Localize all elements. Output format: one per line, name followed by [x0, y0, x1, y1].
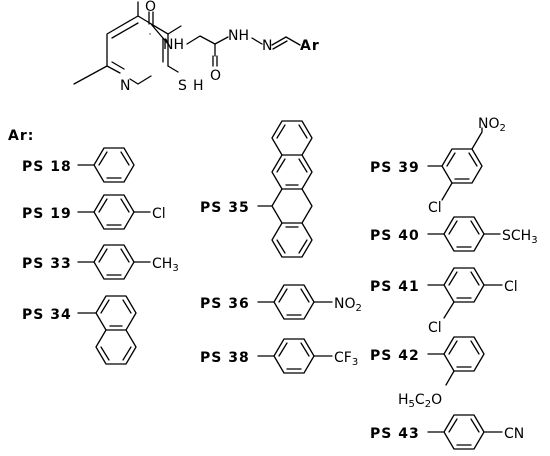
compound-ps34: PS 34: [22, 295, 137, 365]
linker-bonds: [186, 35, 216, 57]
compound-ps40: PS 40 SCH3: [370, 216, 538, 252]
nitro-text: NO: [334, 296, 356, 312]
hydrazide-bond: [214, 36, 229, 45]
amide-bond: [167, 25, 182, 35]
trifluoromethyl-substituent: CF3: [334, 350, 358, 368]
cf3-text: CF: [334, 350, 352, 366]
chloro-substituent: Cl: [152, 206, 166, 222]
compound-ps38: PS 38 CF3: [200, 338, 358, 374]
methyl-bond-left: [73, 65, 108, 85]
methylthio-substituent: SCH3: [502, 228, 538, 246]
compound-label: PS 43: [370, 426, 420, 442]
compound-label: PS 35: [200, 200, 250, 216]
chloro-substituent: Cl: [428, 200, 442, 216]
linker-carbonyl: [212, 55, 218, 67]
chloro-substituent-ortho: Cl: [428, 320, 442, 336]
compound-ps41: PS 41 Cl Cl: [370, 267, 518, 336]
compound-ps33: PS 33 CH3: [22, 244, 179, 280]
thiol-bond: [167, 65, 179, 73]
compound-label: PS 33: [22, 256, 72, 272]
ethoxy-h-index: 5: [409, 399, 415, 410]
hydrazide-nh-atom: NH: [228, 28, 249, 44]
sch3-text: SCH: [502, 228, 531, 244]
amide-o-atom: O: [145, 0, 156, 15]
cyano-substituent: CN: [504, 426, 524, 442]
nitro-index: 2: [500, 123, 506, 134]
compound-label: PS 40: [370, 228, 420, 244]
compound-label: PS 18: [22, 159, 72, 175]
thiol-h-atom: H: [193, 78, 204, 94]
imine-ar-bond: [285, 36, 301, 46]
compound-label: PS 38: [200, 350, 250, 366]
amide-nh-atom: NH: [163, 37, 184, 53]
ethoxy-o: O: [431, 392, 442, 408]
compound-ps35: PS 35: [200, 120, 313, 258]
compound-label: PS 34: [22, 307, 72, 323]
compound-ps39: PS 39 NO2 Cl: [370, 116, 506, 216]
compound-label: PS 42: [370, 348, 420, 364]
amide-c-bond: [150, 23, 169, 45]
methyl-text: CH: [152, 256, 172, 272]
nitro-substituent: NO2: [334, 296, 362, 314]
chloro-substituent-para: Cl: [504, 279, 518, 295]
ar-group-label: Ar: [300, 38, 320, 54]
compound-label: PS 41: [370, 279, 420, 295]
compound-ps43: PS 43 CN: [370, 414, 524, 450]
ethoxy-c: C: [415, 392, 425, 408]
ethoxy-h: H: [398, 392, 409, 408]
n-n-bond: [251, 37, 263, 45]
nitro-substituent: NO2: [478, 116, 506, 134]
imine-bonds: [271, 36, 288, 50]
compound-ps19: PS 19 Cl: [22, 194, 166, 230]
amide-c-o-double: [148, 11, 154, 25]
compound-ps18: PS 18: [22, 147, 135, 183]
hydrazide-n-atom: N: [262, 38, 272, 54]
cf3-index: 3: [352, 357, 358, 368]
pyridine-n-atom: N: [120, 78, 130, 94]
ethoxy-substituent: H5C2O: [398, 392, 442, 410]
compound-label: PS 39: [370, 160, 420, 176]
ethoxy-c-index: 2: [425, 399, 431, 410]
compound-ps36: PS 36 NO2: [200, 284, 362, 320]
thiol-s-atom: S: [178, 78, 187, 94]
methyl-index: 3: [172, 263, 178, 274]
ar-heading: Ar:: [8, 128, 34, 144]
sch3-index: 3: [531, 235, 537, 246]
nitro-index: 2: [356, 303, 362, 314]
compound-ps42: PS 42 H5C2O: [370, 336, 485, 410]
pyridine-ring: [106, 15, 169, 85]
carbonyl-o-atom: O: [210, 68, 221, 84]
compound-label: PS 19: [22, 206, 72, 222]
scaffold-structure: S H N O NH O NH N Ar: [73, 0, 320, 94]
methyl-substituent: CH3: [152, 256, 179, 274]
compound-label: PS 36: [200, 296, 250, 312]
nitro-text: NO: [478, 116, 500, 132]
